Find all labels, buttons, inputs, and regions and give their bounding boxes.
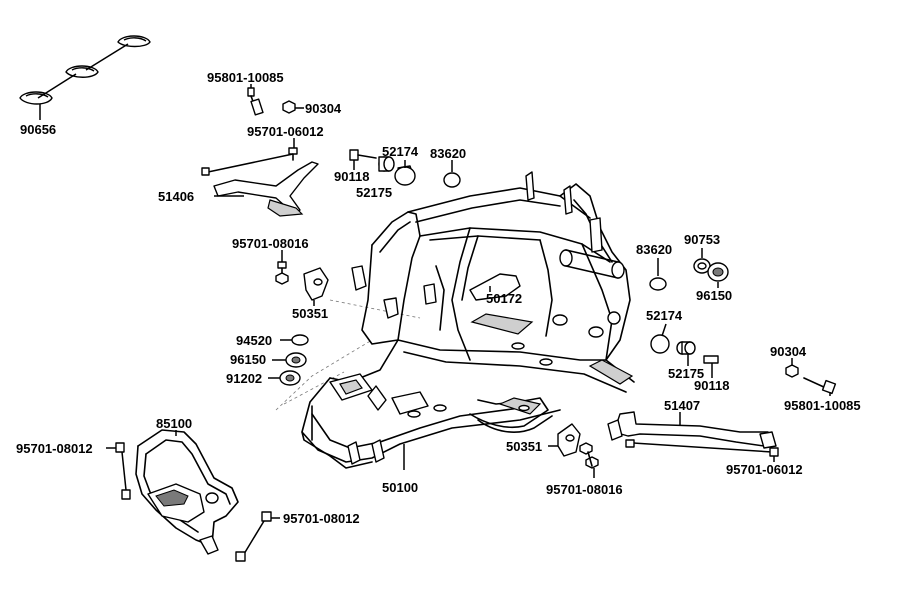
label-95801-10085-top: 95801-10085 [207, 70, 284, 85]
part-bolt-95701-08012-left [106, 442, 131, 500]
label-52174-top: 52174 [382, 144, 419, 159]
part-seal-90753 [693, 248, 711, 274]
part-bearing-96150-left [272, 352, 307, 368]
label-90753: 90753 [684, 232, 720, 247]
label-95701-08016-bottom: 95701-08016 [546, 482, 623, 497]
part-clamps-90656 [19, 35, 151, 120]
label-50351-left: 50351 [292, 306, 328, 321]
part-bolt-90118-top [349, 149, 377, 170]
label-95701-06012-top: 95701-06012 [247, 124, 324, 139]
label-95801-10085-right: 95801-10085 [784, 398, 861, 413]
part-bushing-52174-right [650, 323, 670, 354]
part-bearing-96150-right [707, 262, 729, 288]
label-90118-right: 90118 [694, 378, 729, 393]
label-50351-right: 50351 [506, 439, 542, 454]
label-51407: 51407 [664, 398, 700, 413]
label-90304-top: 90304 [305, 101, 342, 116]
label-52175-top: 52175 [356, 185, 392, 200]
label-52175-right: 52175 [668, 366, 704, 381]
part-bolt-90118-right [703, 355, 719, 378]
part-labels: 90656 95801-10085 90304 95701-06012 5140… [16, 70, 861, 526]
part-nut-90304-right [785, 358, 799, 378]
label-90118-top: 90118 [334, 169, 369, 184]
part-bracket-50351-right [548, 423, 581, 457]
part-bolt-95701-08016-top [275, 250, 289, 285]
label-95701-06012-right: 95701-06012 [726, 462, 803, 477]
part-cap-83620-right [649, 258, 667, 291]
part-bolt-95701-06012-top [201, 138, 298, 176]
label-95701-08016-top: 95701-08016 [232, 236, 309, 251]
label-95701-08012-left: 95701-08012 [16, 441, 93, 456]
part-bracket-50172 [469, 273, 521, 301]
part-bracket-51407 [607, 411, 777, 449]
label-50100: 50100 [382, 480, 418, 495]
part-bracket-51406 [213, 161, 319, 217]
label-96150-left: 96150 [230, 352, 266, 367]
part-bracket-50351-left [303, 267, 329, 306]
label-51406: 51406 [158, 189, 194, 204]
label-90304-right: 90304 [770, 344, 807, 359]
part-collar-52175-top [378, 156, 395, 172]
part-bolt-95701-06012-right [625, 439, 779, 462]
part-bolt-95701-08016-bottom [579, 442, 599, 478]
label-50172: 50172 [486, 291, 522, 306]
label-85100: 85100 [156, 416, 192, 431]
label-90656: 90656 [20, 122, 56, 137]
part-bolt-95801-10085-top [247, 84, 264, 116]
label-83620-top: 83620 [430, 146, 466, 161]
part-bumper-85100 [135, 429, 239, 555]
part-bushing-52174-top [394, 160, 416, 186]
part-nut-90304-top [282, 100, 304, 114]
part-bolt-95701-08012-right [235, 511, 280, 562]
part-collar-52175-right [676, 341, 696, 366]
part-seal-91202 [268, 370, 301, 386]
part-main-frame-50100 [275, 171, 635, 470]
part-bolt-95801-10085-right [803, 377, 837, 396]
label-83620-right: 83620 [636, 242, 672, 257]
part-cap-83620-top [443, 160, 461, 188]
label-94520: 94520 [236, 333, 272, 348]
label-91202: 91202 [226, 371, 262, 386]
label-96150-right: 96150 [696, 288, 732, 303]
part-clip-94520 [280, 334, 309, 346]
label-52174-right: 52174 [646, 308, 683, 323]
label-95701-08012-right: 95701-08012 [283, 511, 360, 526]
